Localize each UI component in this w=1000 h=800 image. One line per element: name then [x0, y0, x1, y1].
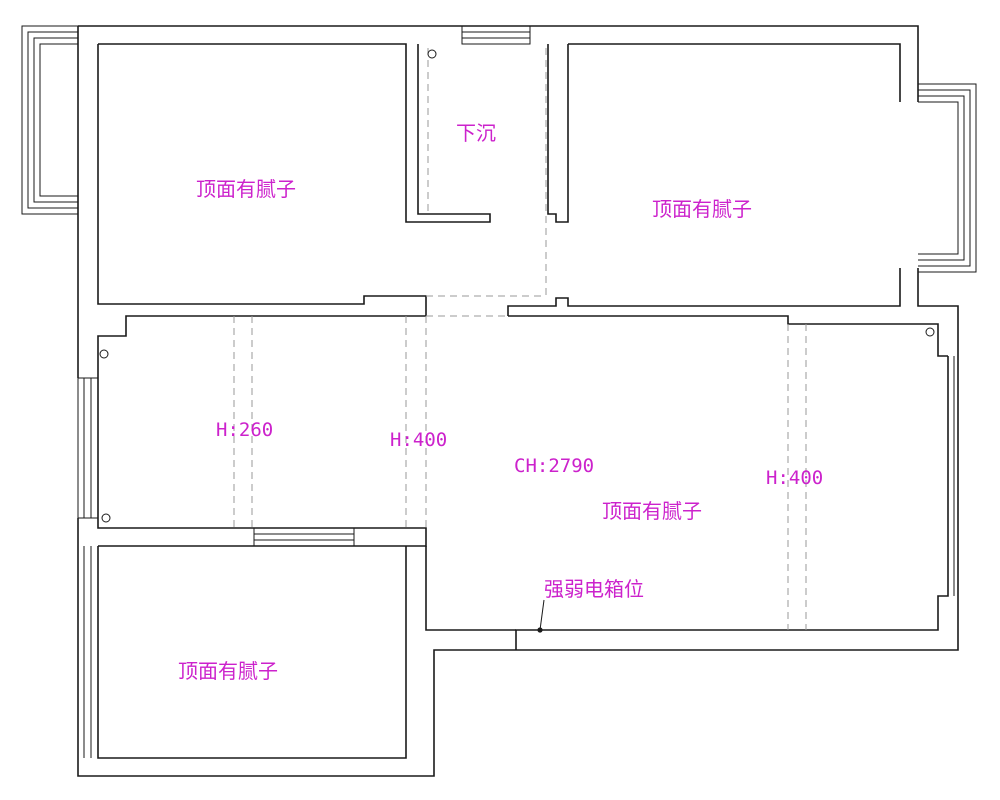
label-room-living: 顶面有腻子: [602, 499, 702, 523]
inner-walls: [97, 43, 949, 759]
label-room-top-right: 顶面有腻子: [652, 197, 752, 221]
pipe-markers: [99, 49, 935, 523]
dashed-lines: [233, 48, 807, 630]
dimension-ceiling-height: CH:2790: [514, 455, 594, 477]
label-room-bottom-left: 顶面有腻子: [178, 659, 278, 683]
windows: [21, 25, 977, 758]
dimension-labels: H:260 H:400 CH:2790 H:400: [216, 419, 823, 489]
dimension-h-left: H:260: [216, 419, 273, 441]
label-sunken-area: 下沉: [456, 121, 496, 145]
dimension-h-right: H:400: [766, 467, 823, 489]
dimension-h-middle: H:400: [390, 429, 447, 451]
room-labels: 顶面有腻子 下沉 顶面有腻子 顶面有腻子 顶面有腻子 强弱电箱位: [178, 121, 752, 683]
electrical-box-marker: [537, 599, 545, 633]
label-room-top-left: 顶面有腻子: [196, 177, 296, 201]
label-electrical-box: 强弱电箱位: [544, 577, 644, 601]
outer-walls: [77, 25, 959, 777]
